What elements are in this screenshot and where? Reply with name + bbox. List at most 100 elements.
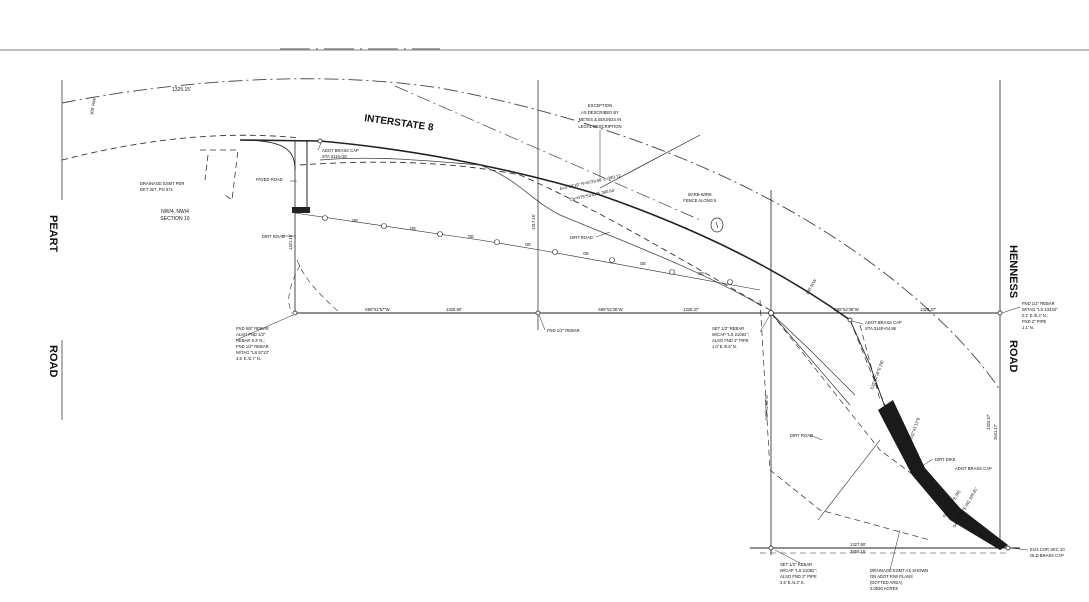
svg-text:ALSO FND 1/2": ALSO FND 1/2" bbox=[236, 332, 266, 337]
corner-se-note: E1/4 COR SEC 10 OLD BRASS CAP bbox=[1030, 547, 1065, 558]
svg-text:METES & BOUNDS IN: METES & BOUNDS IN bbox=[579, 117, 622, 122]
paved-road-label: PAVED ROAD bbox=[256, 177, 283, 182]
rw-label-1: 300' R/W bbox=[89, 97, 97, 115]
svg-text:OE: OE bbox=[583, 251, 589, 256]
fence-post-icon bbox=[710, 217, 724, 233]
svg-text:OE: OE bbox=[525, 242, 531, 247]
svg-text:SET 1/2" REBAR: SET 1/2" REBAR bbox=[712, 326, 744, 331]
svg-text:FND 2" PIPE: FND 2" PIPE bbox=[1022, 319, 1046, 324]
mid-bearing: S89°52'36"W bbox=[598, 307, 623, 312]
svg-text:ALSO FND 2" PIPE: ALSO FND 2" PIPE bbox=[712, 338, 749, 343]
oe-diag bbox=[770, 312, 856, 396]
svg-text:LEGAL DESCRIPTION: LEGAL DESCRIPTION bbox=[578, 124, 621, 129]
barb-wire-note: BARB-WIRE FENCE ALONG ℄ bbox=[683, 192, 717, 203]
svg-text:W/TAG "LS 13433": W/TAG "LS 13433" bbox=[1022, 307, 1058, 312]
svg-text:NW/4, NW/4: NW/4, NW/4 bbox=[161, 209, 189, 215]
svg-text:1.0' E./0.6' N.: 1.0' E./0.6' N. bbox=[712, 344, 737, 349]
peart-road-label-2: ROAD bbox=[47, 345, 59, 377]
dirt-road-west bbox=[288, 259, 341, 314]
svg-text:DRAINAGE ESMT AS SHOWN: DRAINAGE ESMT AS SHOWN bbox=[870, 568, 928, 573]
svg-text:AS DESCRIBED BY: AS DESCRIBED BY bbox=[581, 110, 619, 115]
svg-text:OE: OE bbox=[640, 261, 646, 266]
svg-text:OLD BRASS CAP: OLD BRASS CAP bbox=[1030, 553, 1064, 558]
svg-text:SECTION 10: SECTION 10 bbox=[160, 216, 189, 222]
leader-lines bbox=[235, 142, 1029, 571]
exception-line bbox=[394, 85, 701, 221]
set-rebar-south-note: SET 1/2" REBAR W/CAP "LS 21081"; ALSO FN… bbox=[780, 562, 817, 585]
overhead-electric-line bbox=[294, 212, 761, 291]
mid-vertical-distance: 1317.16' bbox=[531, 214, 536, 230]
svg-text:OE: OE bbox=[410, 226, 416, 231]
svg-text:1.1' N.: 1.1' N. bbox=[1022, 325, 1034, 330]
east-vertical-distance-2: 1320.57' bbox=[986, 414, 991, 430]
section-note: NW/4, NW/4 SECTION 10 bbox=[160, 209, 189, 222]
drainage-easement bbox=[200, 149, 239, 201]
west-vertical-distance: 1321.16' bbox=[288, 234, 293, 250]
interstate-label: INTERSTATE 8 bbox=[364, 113, 435, 134]
drainage-esmt-south-note: DRAINAGE ESMT AS SHOWN ON ADOT R/W PLANS… bbox=[870, 568, 928, 591]
svg-text:FND 5/8" REBAR: FND 5/8" REBAR bbox=[236, 326, 269, 331]
dirt-dike-label: DIRT DIKE bbox=[935, 457, 956, 462]
svg-text:STA 3115+20: STA 3115+20 bbox=[322, 154, 348, 159]
exception-line-2 bbox=[599, 134, 701, 189]
svg-text:FND 1/2" REBAR: FND 1/2" REBAR bbox=[236, 344, 269, 349]
dirt-dike-hatch bbox=[878, 400, 1008, 550]
diag-bearing-2: S32°41'13"E bbox=[908, 416, 921, 440]
svg-text:W/CAP "LS 21081";: W/CAP "LS 21081"; bbox=[712, 332, 749, 337]
diag-line bbox=[817, 439, 881, 521]
svg-text:STA 3140+04.86: STA 3140+04.86 bbox=[865, 326, 897, 331]
mid-distance: 1328.37' bbox=[683, 307, 699, 312]
svg-text:E1/4 COR SEC 10: E1/4 COR SEC 10 bbox=[1030, 547, 1065, 552]
interstate-rw-north bbox=[61, 78, 1001, 391]
power-pole-markers bbox=[322, 215, 733, 285]
drainage-esmt-note: DRAINAGE ESMT PER DKT 327, PG 571 bbox=[140, 181, 184, 192]
east-distance: 1328.37' bbox=[920, 307, 936, 312]
svg-text:FND 1/2" REBAR: FND 1/2" REBAR bbox=[1022, 301, 1055, 306]
henness-road-label-2: ROAD bbox=[1007, 340, 1019, 372]
svg-text:ADOT BRASS CAP: ADOT BRASS CAP bbox=[322, 148, 359, 153]
fnd-rebar-east-note: FND 1/2" REBAR W/TAG "LS 13433" 0.2' E./… bbox=[1022, 301, 1058, 330]
svg-text:ALSO FND 2" PIPE: ALSO FND 2" PIPE bbox=[780, 574, 817, 579]
dirt-road-west-2 bbox=[770, 312, 851, 406]
svg-text:ADOT BRASS CAP: ADOT BRASS CAP bbox=[865, 320, 902, 325]
culvert-icon bbox=[292, 207, 310, 213]
dirt-road-diagonal bbox=[770, 312, 1006, 549]
svg-text:DRAINAGE ESMT PER: DRAINAGE ESMT PER bbox=[140, 181, 184, 186]
svg-text:3.5' E./2.7' N.: 3.5' E./2.7' N. bbox=[236, 356, 261, 361]
dirt-road-diagonal-2 bbox=[759, 299, 931, 541]
south-distance-1: 1327.90' bbox=[850, 542, 866, 547]
rw-label-2: 300' R/W bbox=[805, 278, 818, 295]
fnd-rebar-west-note: FND 5/8" REBAR ALSO FND 1/2" REBAR 5.3' … bbox=[236, 326, 270, 361]
dirt-road-label-2: DIRT ROAD bbox=[570, 235, 593, 240]
west-bearing: S89°51'57"W bbox=[365, 307, 390, 312]
svg-text:W/CAP "LS 21081";: W/CAP "LS 21081"; bbox=[780, 568, 817, 573]
survey-monument-icon bbox=[292, 138, 1011, 551]
svg-text:SET 1/2" REBAR: SET 1/2" REBAR bbox=[780, 562, 812, 567]
svg-text:W/TAG "LS 5713": W/TAG "LS 5713" bbox=[236, 350, 270, 355]
svg-text:2.0530 ACRES: 2.0530 ACRES bbox=[870, 586, 898, 591]
adot-cap-low-label: ADOT BRASS CAP bbox=[955, 466, 992, 471]
fnd-half-rebar-note: FND 1/2" REBAR bbox=[547, 328, 580, 333]
svg-text:0.2' E./0.3' N.;: 0.2' E./0.3' N.; bbox=[1022, 313, 1048, 318]
svg-text:REBAR 5.3' N.;: REBAR 5.3' N.; bbox=[236, 338, 265, 343]
paved-road-curve bbox=[239, 139, 296, 171]
svg-text:BARB-WIRE: BARB-WIRE bbox=[688, 192, 712, 197]
dirt-road-label-1: DIRT ROAD bbox=[262, 234, 285, 239]
curve-data-2: Ch=S75°53'41"E 380.64' bbox=[569, 187, 615, 202]
peart-road-label: PEART bbox=[47, 215, 59, 253]
adot-cap-top-note: ADOT BRASS CAP STA 3115+20 bbox=[322, 148, 359, 159]
svg-text:(DOTTED AREA): (DOTTED AREA) bbox=[870, 580, 903, 585]
svg-text:FENCE ALONG ℄: FENCE ALONG ℄ bbox=[683, 198, 717, 203]
drainage-easement-2 bbox=[204, 154, 209, 181]
fence-line bbox=[319, 157, 761, 306]
n-bearing: N00°02'08"W bbox=[764, 395, 769, 420]
top-distance: 1325.15' bbox=[172, 87, 191, 93]
set-rebar-mid-note: SET 1/2" REBAR W/CAP "LS 21081"; ALSO FN… bbox=[712, 326, 749, 349]
east-bearing: S89°52'36"W bbox=[834, 307, 859, 312]
parcel-east-boundary bbox=[849, 319, 887, 411]
svg-text:2.5' E./4.3' S.: 2.5' E./4.3' S. bbox=[780, 580, 805, 585]
svg-text:OE: OE bbox=[468, 234, 474, 239]
interstate-rw-south bbox=[61, 134, 301, 161]
